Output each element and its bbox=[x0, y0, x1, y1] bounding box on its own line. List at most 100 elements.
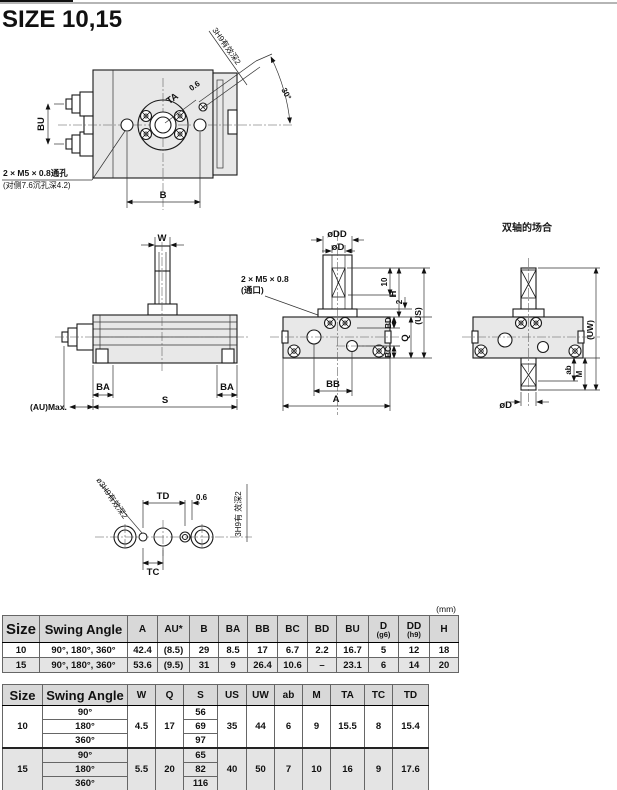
table-2-header: Size Swing Angle W Q S US UW ab M TA TC … bbox=[2, 684, 429, 706]
dim-label-uw: (UW) bbox=[585, 320, 595, 340]
dim-label-bd: BD bbox=[384, 317, 393, 329]
dim-label-ba-left: BA bbox=[96, 382, 110, 393]
table-row: 360° 97 bbox=[3, 733, 429, 749]
double-shaft-drawing: 双轴的场合 bbox=[462, 221, 600, 411]
cell-size: 10 bbox=[2, 642, 40, 658]
cell-td: 17.6 bbox=[392, 747, 429, 790]
col-m: M bbox=[302, 684, 331, 706]
cell-w: 4.5 bbox=[127, 705, 156, 749]
side-view-drawing: W bbox=[30, 233, 330, 412]
col-h: H bbox=[429, 615, 459, 643]
top-view-drawing: øDD øD 10 H 2 (US) BD Q bbox=[270, 229, 432, 415]
cell-uw: 44 bbox=[246, 705, 275, 749]
table-row: 360° 116 bbox=[3, 776, 429, 790]
dim-label-10: 10 bbox=[380, 277, 389, 286]
port-note-1: 2 × M5 × 0.8 bbox=[241, 274, 289, 284]
cell-bb: 26.4 bbox=[247, 657, 278, 673]
cell-size: 15 bbox=[2, 657, 40, 673]
dim-label-d: øD bbox=[332, 242, 345, 253]
bolt-holes bbox=[287, 316, 386, 358]
col-swing-angle: Swing Angle bbox=[39, 615, 128, 643]
col-s: S bbox=[183, 684, 218, 706]
port-note-2: (通口) bbox=[241, 285, 264, 295]
cell-d: 6 bbox=[368, 657, 399, 673]
dimensions-table-1: Size Swing Angle A AU* B BA BB BC BD BU … bbox=[2, 615, 459, 673]
col-ta: TA bbox=[330, 684, 365, 706]
cell-tc: 8 bbox=[364, 705, 393, 749]
cell-bd: 2.2 bbox=[307, 642, 337, 658]
col-au: AU* bbox=[157, 615, 190, 643]
col-b: B bbox=[189, 615, 219, 643]
col-bu: BU bbox=[336, 615, 369, 643]
col-dd-sub: (h9) bbox=[407, 629, 421, 639]
dim-label-td: TD bbox=[157, 491, 170, 502]
col-uw: UW bbox=[246, 684, 275, 706]
col-dd-main: DD bbox=[406, 620, 422, 632]
col-bc: BC bbox=[277, 615, 308, 643]
cell-h: 18 bbox=[429, 642, 459, 658]
cell-s: 97 bbox=[183, 733, 218, 749]
unit-note: (mm) bbox=[436, 604, 456, 614]
col-dd: DD(h9) bbox=[398, 615, 430, 643]
cell-m: 10 bbox=[302, 747, 331, 790]
dim-label-m: M bbox=[575, 370, 584, 377]
col-size: Size bbox=[2, 615, 40, 643]
cell-dd: 12 bbox=[398, 642, 430, 658]
cell-bd: – bbox=[307, 657, 337, 673]
cell-s: 65 bbox=[183, 747, 218, 763]
dim-label-dual-d: øD bbox=[499, 400, 512, 411]
cell-h: 20 bbox=[429, 657, 459, 673]
cell-swing: 180° bbox=[42, 719, 128, 734]
col-w: W bbox=[127, 684, 156, 706]
table-row: 180° 82 bbox=[3, 762, 429, 777]
table-2-group-size-10: 10 90° 4.5 17 56 35 44 6 9 15.5 8 15.4 1… bbox=[2, 705, 429, 749]
table-1-header-row: Size Swing Angle A AU* B BA BB BC BD BU … bbox=[2, 615, 459, 643]
cell-tc: 9 bbox=[364, 747, 393, 790]
pin-depth-note: 3H9有效深2 bbox=[210, 25, 243, 67]
cell-swing: 360° bbox=[42, 733, 128, 749]
dim-label-ab: ab bbox=[564, 365, 573, 374]
cell-bc: 10.6 bbox=[277, 657, 308, 673]
cell-td: 15.4 bbox=[392, 705, 429, 749]
bolt-holes bbox=[474, 316, 582, 358]
cell-b: 31 bbox=[189, 657, 219, 673]
cell-us: 40 bbox=[217, 747, 247, 790]
technical-drawings: BU TA 0.6 3H9有效深2 30° B 2 × M5 × 0.8通孔 (… bbox=[2, 25, 600, 578]
dim-label-ba-right: BA bbox=[220, 382, 234, 393]
dim-label-2: 2 bbox=[395, 299, 404, 304]
thru-hole-note-1: 2 × M5 × 0.8通孔 bbox=[3, 168, 68, 178]
col-us: US bbox=[217, 684, 247, 706]
dimensions-table-2-wrap: Size Swing Angle W Q S US UW ab M TA TC … bbox=[2, 684, 429, 790]
col-bb: BB bbox=[247, 615, 278, 643]
pin-depth-note-diagonal: ø3H9有效深2 bbox=[94, 475, 130, 521]
cell-m: 9 bbox=[302, 705, 331, 749]
cell-w: 5.5 bbox=[127, 747, 156, 790]
cell-ab: 6 bbox=[274, 705, 303, 749]
cell-swing: 90°, 180°, 360° bbox=[39, 642, 128, 658]
col-q: Q bbox=[155, 684, 184, 706]
table-row-size-15: 15 90°, 180°, 360° 53.6 (9.5) 31 9 26.4 … bbox=[2, 657, 459, 673]
cell-swing: 90° bbox=[42, 705, 128, 720]
dim-label-bc: BC bbox=[384, 346, 393, 358]
cell-ba: 8.5 bbox=[218, 642, 248, 658]
bolt-holes bbox=[139, 109, 187, 141]
cell-q: 20 bbox=[155, 747, 184, 790]
cell-a: 42.4 bbox=[127, 642, 158, 658]
cell-d: 5 bbox=[368, 642, 399, 658]
cell-ab: 7 bbox=[274, 747, 303, 790]
table-row-size-10: 10 90°, 180°, 360° 42.4 (8.5) 29 8.5 17 … bbox=[2, 642, 459, 658]
front-view-drawing: BU TA 0.6 3H9有效深2 30° B 2 × M5 × 0.8通孔 (… bbox=[2, 25, 293, 210]
dim-label-w: W bbox=[158, 233, 167, 244]
table-2-group-size-15: 15 90° 5.5 20 65 40 50 7 10 16 9 17.6 18… bbox=[2, 747, 429, 790]
cell-swing: 360° bbox=[42, 776, 128, 790]
cell-s: 82 bbox=[183, 762, 218, 777]
header-rule bbox=[0, 2, 617, 4]
cell-dd: 14 bbox=[398, 657, 430, 673]
col-d-main: D bbox=[379, 620, 388, 632]
cell-bb: 17 bbox=[247, 642, 278, 658]
cell-bu: 23.1 bbox=[336, 657, 369, 673]
cell-q: 17 bbox=[155, 705, 184, 749]
cell-swing: 90° bbox=[42, 747, 128, 763]
cell-swing: 90°, 180°, 360° bbox=[39, 657, 128, 673]
table-1-header: Size Swing Angle A AU* B BA BB BC BD BU … bbox=[2, 615, 459, 643]
